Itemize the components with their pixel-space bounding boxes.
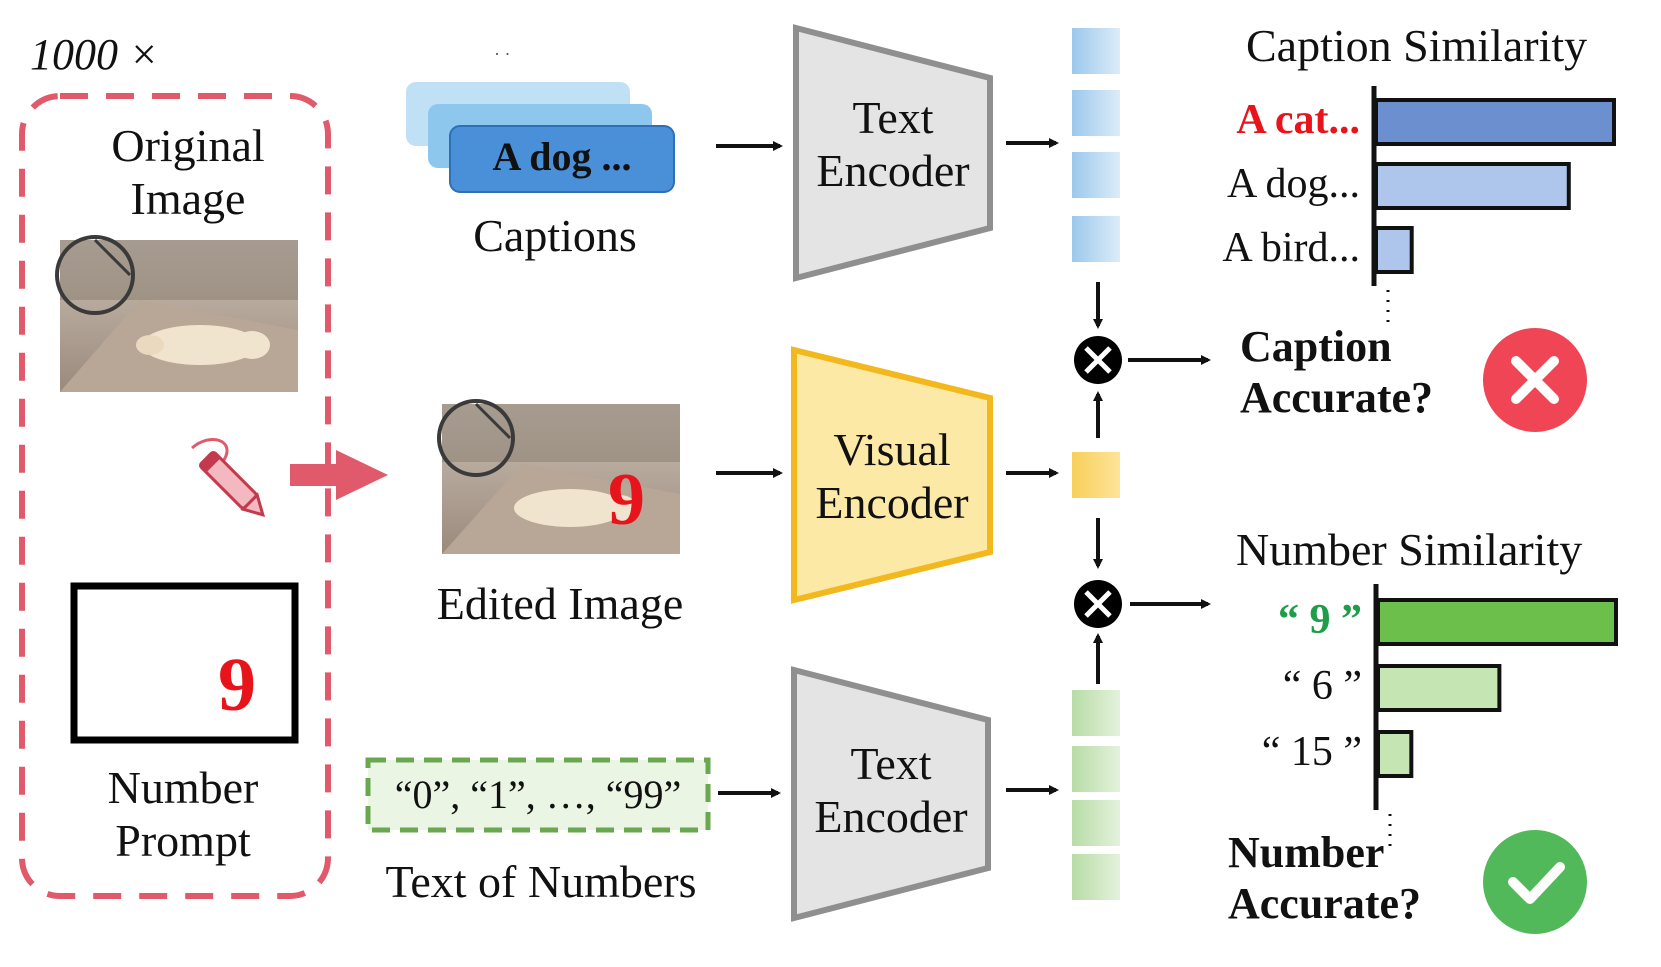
number-embeddings xyxy=(1072,690,1120,900)
caption-similarity-label: A dog... xyxy=(1226,161,1360,207)
text-encoder-bottom xyxy=(791,666,991,922)
numbers-text-box xyxy=(365,757,711,833)
captions-ellipsis: · · xyxy=(494,44,511,64)
original-image xyxy=(55,235,298,392)
check-circle-icon xyxy=(1483,830,1587,934)
number-question-line2: Accurate? xyxy=(1228,878,1422,928)
captions-label: Captions xyxy=(473,210,637,261)
number-similarity-bar xyxy=(1376,730,1414,778)
caption-similarity-label: A bird... xyxy=(1222,225,1360,271)
original-image-label-line1: Original xyxy=(111,120,265,171)
flow-arrows xyxy=(716,138,1211,798)
caption-question-line1: Caption xyxy=(1240,322,1392,371)
visual-encoder-label: Visual Encoder xyxy=(794,424,990,530)
original-image-label-line2: Image xyxy=(130,172,246,224)
text-encoder-bottom-label: Text Encoder xyxy=(794,738,988,844)
caption-card-text: A dog ... xyxy=(492,134,632,179)
caption-embeddings xyxy=(1072,28,1120,262)
caption-similarity-bar xyxy=(1374,98,1616,146)
text-encoder-top-line2: Encoder xyxy=(816,144,970,196)
number-question-line1: Number xyxy=(1228,828,1385,877)
number-prompt-label: Number Prompt xyxy=(78,762,288,868)
edited-image-digit: 9 xyxy=(608,459,645,541)
caption-question: Caption Accurate? xyxy=(1240,322,1433,423)
caption-similarity-label: A cat... xyxy=(1236,97,1360,143)
visual-encoder-line1: Visual xyxy=(833,424,951,475)
number-prompt-digit: 9 xyxy=(218,643,256,727)
left-dashed-panel xyxy=(19,93,331,899)
multiplier-label: 1000 × xyxy=(30,30,159,79)
caption-similarity-bars xyxy=(1371,86,1616,326)
caption-similarity-bar xyxy=(1374,226,1414,274)
text-encoder-bottom-line1: Text xyxy=(850,738,932,789)
number-prompt-box xyxy=(70,582,299,744)
numbers-text-label: Text of Numbers xyxy=(385,856,697,907)
multiply-circle-icon xyxy=(1074,336,1122,384)
text-encoder-top-line1: Text xyxy=(852,92,934,143)
multiply-circle-icon xyxy=(1074,580,1122,628)
numbers-box-text: “0”, “1”, …, “99” xyxy=(394,772,682,817)
number-prompt-label-line1: Number xyxy=(107,762,259,813)
number-similarity-bar xyxy=(1376,664,1502,712)
caption-similarity-title: Caption Similarity xyxy=(1246,20,1588,71)
edited-image-label: Edited Image xyxy=(436,578,684,629)
number-similarity-bar xyxy=(1376,598,1618,646)
visual-embedding xyxy=(1072,452,1120,498)
original-image-label: Original Image xyxy=(88,120,288,226)
number-question: Number Accurate? xyxy=(1228,828,1421,929)
caption-question-line2: Accurate? xyxy=(1240,372,1434,422)
number-similarity-label: “ 15 ” xyxy=(1261,729,1362,775)
x-circle-icon xyxy=(1483,328,1587,432)
edit-arrow xyxy=(290,450,388,500)
caption-cards xyxy=(406,82,675,193)
caption-similarity-bar xyxy=(1374,162,1571,210)
text-encoder-bottom-line2: Encoder xyxy=(814,790,968,842)
edited-image xyxy=(437,399,680,554)
number-similarity-bars xyxy=(1373,584,1618,850)
visual-encoder xyxy=(791,346,993,604)
text-encoder-top-label: Text Encoder xyxy=(796,92,990,198)
number-prompt-label-line2: Prompt xyxy=(115,814,251,866)
pencil-icon xyxy=(191,438,266,518)
text-encoder-top xyxy=(793,24,993,282)
number-similarity-label: “ 6 ” xyxy=(1282,663,1362,709)
visual-encoder-line2: Encoder xyxy=(815,476,969,528)
number-similarity-title: Number Similarity xyxy=(1236,524,1583,575)
number-similarity-label: “ 9 ” xyxy=(1278,597,1362,643)
